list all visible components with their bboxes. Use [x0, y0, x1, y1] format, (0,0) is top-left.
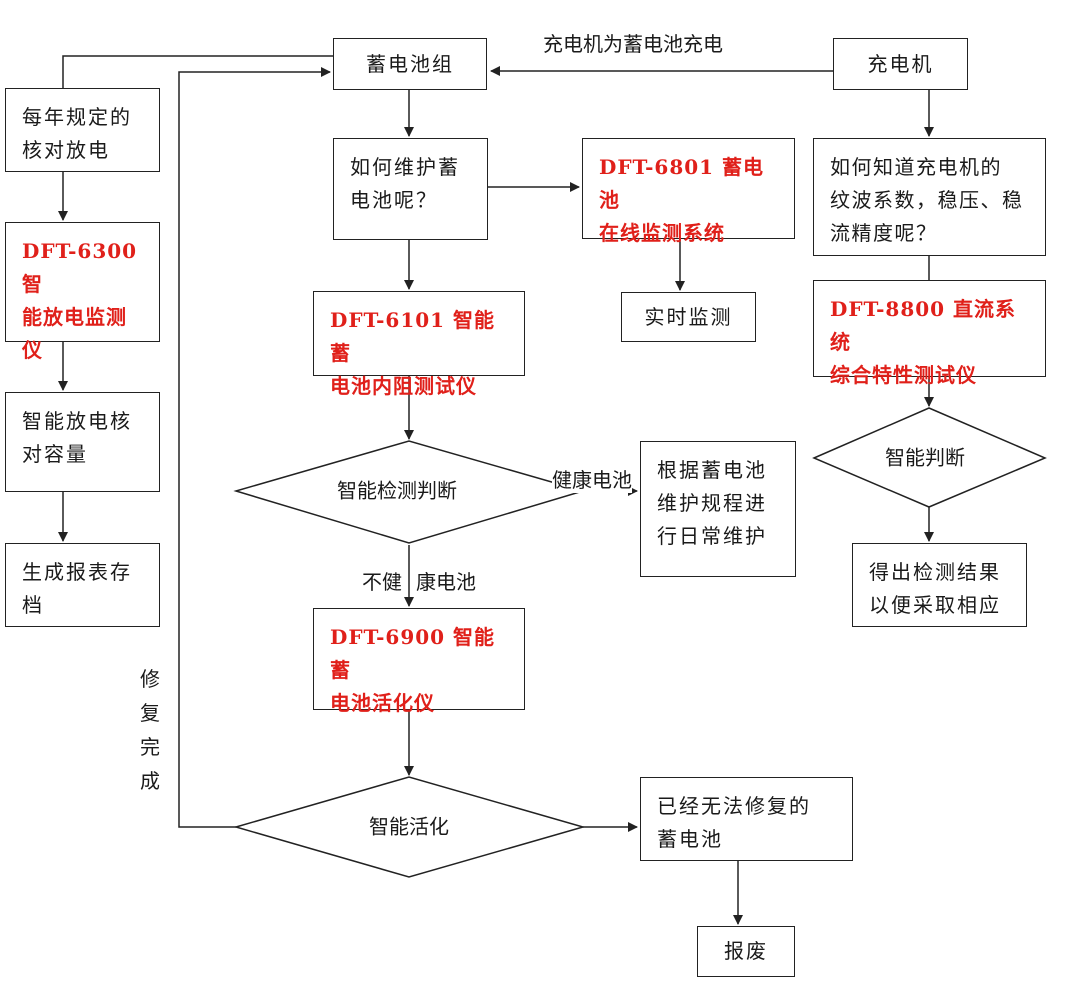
activation-decision-diamond: [233, 776, 586, 878]
detection-result-box: 得出检测结果 以便采取相应: [852, 543, 1027, 627]
charger-box: 充电机: [833, 38, 968, 90]
capacity-check-box: 智能放电核 对容量: [5, 392, 160, 492]
repair-complete-label: 修复完成: [140, 667, 160, 793]
unhealthy-label-part2: 康电池: [416, 570, 476, 594]
detect-decision-label: 智能检测判断: [337, 478, 457, 503]
dft6101-box: DFT-6101 智能蓄 电池内阻测试仪: [313, 291, 525, 398]
dft8800-box: DFT-8800 直流系统 综合特性测试仪: [813, 280, 1046, 387]
connector-battery-to-annual: [62, 55, 333, 88]
judge-decision-label: 智能判断: [885, 445, 965, 470]
unrepairable-battery-box: 已经无法修复的 蓄电池: [640, 777, 853, 861]
annual-discharge-box: 每年规定的 核对放电: [5, 88, 160, 172]
connector-repair-loop: [178, 67, 331, 828]
unhealthy-label-part1: 不健: [362, 570, 402, 594]
healthy-battery-label: 健康电池: [552, 464, 632, 493]
daily-maintenance-box: 根据蓄电池 维护规程进 行日常维护: [640, 441, 796, 577]
dft6300-box: DFT-6300 智 能放电监测 仪: [5, 222, 160, 362]
charger-question-box: 如何知道充电机的 纹波系数，稳压、稳 流精度呢？: [813, 138, 1046, 256]
scrap-box: 报废: [697, 926, 795, 977]
dft6801-box: DFT-6801 蓄电池 在线监测系统: [582, 138, 795, 245]
realtime-monitor-box: 实时监测: [621, 292, 756, 342]
activation-decision-label: 智能活化: [369, 814, 449, 839]
dft6900-box: DFT-6900 智能蓄 电池活化仪: [313, 608, 525, 715]
judge-decision-diamond: [812, 407, 1047, 508]
battery-group-box: 蓄电池组: [333, 38, 487, 90]
report-archive-box: 生成报表存 档: [5, 543, 160, 627]
charging-label: 充电机为蓄电池充电: [543, 32, 723, 56]
how-maintain-box: 如何维护蓄 电池呢？: [333, 138, 488, 240]
